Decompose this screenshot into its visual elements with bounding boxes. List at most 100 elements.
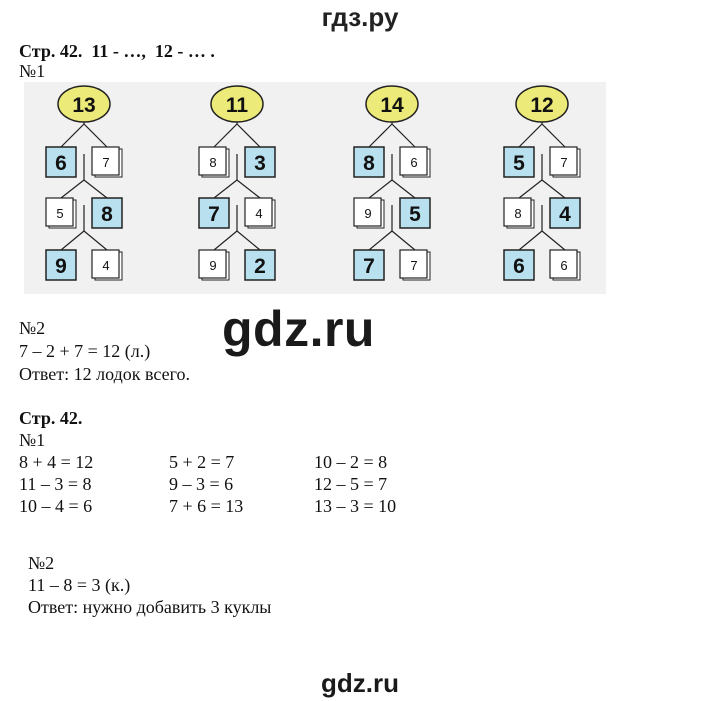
tree-top-number: 11	[226, 94, 249, 117]
equation: 11 – 3 = 8	[19, 474, 92, 494]
box-number: 7	[102, 155, 109, 170]
answer-box-blue	[45, 146, 77, 178]
box-number: 8	[101, 203, 113, 226]
tree-branch	[213, 230, 238, 251]
answer-box-white	[399, 146, 428, 176]
site-watermark-top: гдз.ру	[321, 2, 399, 32]
tree-branch	[368, 179, 393, 199]
answer-box-blue	[198, 197, 230, 229]
section2-task2-label: №2	[28, 553, 55, 573]
equation: 10 – 4 = 6	[19, 496, 93, 516]
task1-label: №1	[19, 61, 46, 81]
tree-top-circle	[515, 85, 569, 123]
equation: 8 + 4 = 12	[19, 452, 94, 472]
tree-top-circle	[210, 85, 264, 123]
tree-branch	[518, 179, 543, 199]
box-number: 7	[560, 155, 567, 170]
equation: 7 + 6 = 13	[169, 496, 244, 516]
tree-branch	[236, 123, 261, 148]
box-number: 4	[102, 258, 109, 273]
site-watermark-middle: gdz.ru	[222, 301, 375, 357]
answer-box-blue	[353, 146, 385, 178]
answer-box-blue	[91, 197, 123, 229]
box-number: 6	[55, 152, 67, 175]
section2-task2-answer: Ответ: нужно добавить 3 куклы	[28, 597, 272, 617]
answer-box-white	[399, 249, 428, 279]
tree-branch	[236, 230, 261, 251]
answer-box-blue	[503, 146, 535, 178]
equation: 5 + 2 = 7	[169, 452, 235, 472]
tree-branch	[391, 123, 416, 148]
tree-branch	[541, 230, 566, 251]
answer-box-blue	[244, 146, 276, 178]
task2-label: №2	[19, 318, 46, 338]
tree-branch	[83, 230, 108, 251]
answer-box-white	[91, 146, 120, 176]
answer-box-white	[549, 146, 578, 176]
tree-branch	[236, 179, 261, 199]
answer-box-blue	[549, 197, 581, 229]
answer-box-white	[45, 197, 74, 227]
tree-branch	[368, 123, 393, 148]
section1-heading: Стр. 42. 11 - …, 12 - … .	[19, 41, 215, 61]
box-number: 3	[254, 152, 266, 175]
answer-box-white	[549, 249, 578, 279]
tree-branch	[391, 230, 416, 251]
box-number: 6	[513, 255, 525, 278]
answer-box-blue	[353, 249, 385, 281]
answer-box-white	[244, 197, 273, 227]
answer-box-blue	[503, 249, 535, 281]
tree-branch	[518, 123, 543, 148]
answer-box-white	[198, 146, 227, 176]
tree-top-circle	[365, 85, 419, 123]
answer-box-white	[503, 197, 532, 227]
box-number: 5	[56, 206, 63, 221]
answer-box-blue	[45, 249, 77, 281]
tree-top-number: 14	[380, 94, 404, 117]
box-number: 7	[363, 255, 375, 278]
tree-top-number: 13	[72, 94, 95, 117]
answer-box-blue	[244, 249, 276, 281]
answer-box-white	[91, 249, 120, 279]
task2-expression: 7 – 2 + 7 = 12 (л.)	[19, 341, 151, 361]
answer-box-blue	[399, 197, 431, 229]
tree-branch	[213, 179, 238, 199]
tree-branch	[391, 179, 416, 199]
box-number: 7	[410, 258, 417, 273]
equation: 9 – 3 = 6	[169, 474, 234, 494]
equation: 10 – 2 = 8	[314, 452, 388, 472]
box-number: 9	[209, 258, 216, 273]
section2-task1-label: №1	[19, 430, 46, 450]
box-number: 4	[559, 203, 571, 226]
tree-branch	[213, 123, 238, 148]
section2-task2-expression: 11 – 8 = 3 (к.)	[28, 575, 131, 595]
tree-branch	[60, 123, 85, 148]
tree-branch	[518, 230, 543, 251]
tree-top-circle	[57, 85, 111, 123]
tree-branch	[368, 230, 393, 251]
box-number: 5	[513, 152, 525, 175]
tree-branch	[60, 230, 85, 251]
section2-heading: Стр. 42.	[19, 408, 83, 428]
tree-branch	[83, 123, 108, 148]
box-number: 9	[55, 255, 67, 278]
box-number: 2	[254, 255, 266, 278]
tree-branch	[83, 179, 108, 199]
box-number: 8	[514, 206, 521, 221]
tree-top-number: 12	[530, 94, 553, 117]
box-number: 7	[208, 203, 220, 226]
equation: 12 – 5 = 7	[314, 474, 388, 494]
task2-answer: Ответ: 12 лодок всего.	[19, 364, 191, 384]
tree-branch	[541, 123, 566, 148]
box-number: 6	[410, 155, 417, 170]
box-number: 6	[560, 258, 567, 273]
answer-box-white	[198, 249, 227, 279]
box-number: 5	[409, 203, 421, 226]
site-watermark-bottom: gdz.ru	[321, 668, 399, 698]
tree-branch	[60, 179, 85, 199]
box-number: 8	[209, 155, 216, 170]
answer-box-white	[353, 197, 382, 227]
box-number: 9	[364, 206, 371, 221]
box-number: 8	[363, 152, 375, 175]
